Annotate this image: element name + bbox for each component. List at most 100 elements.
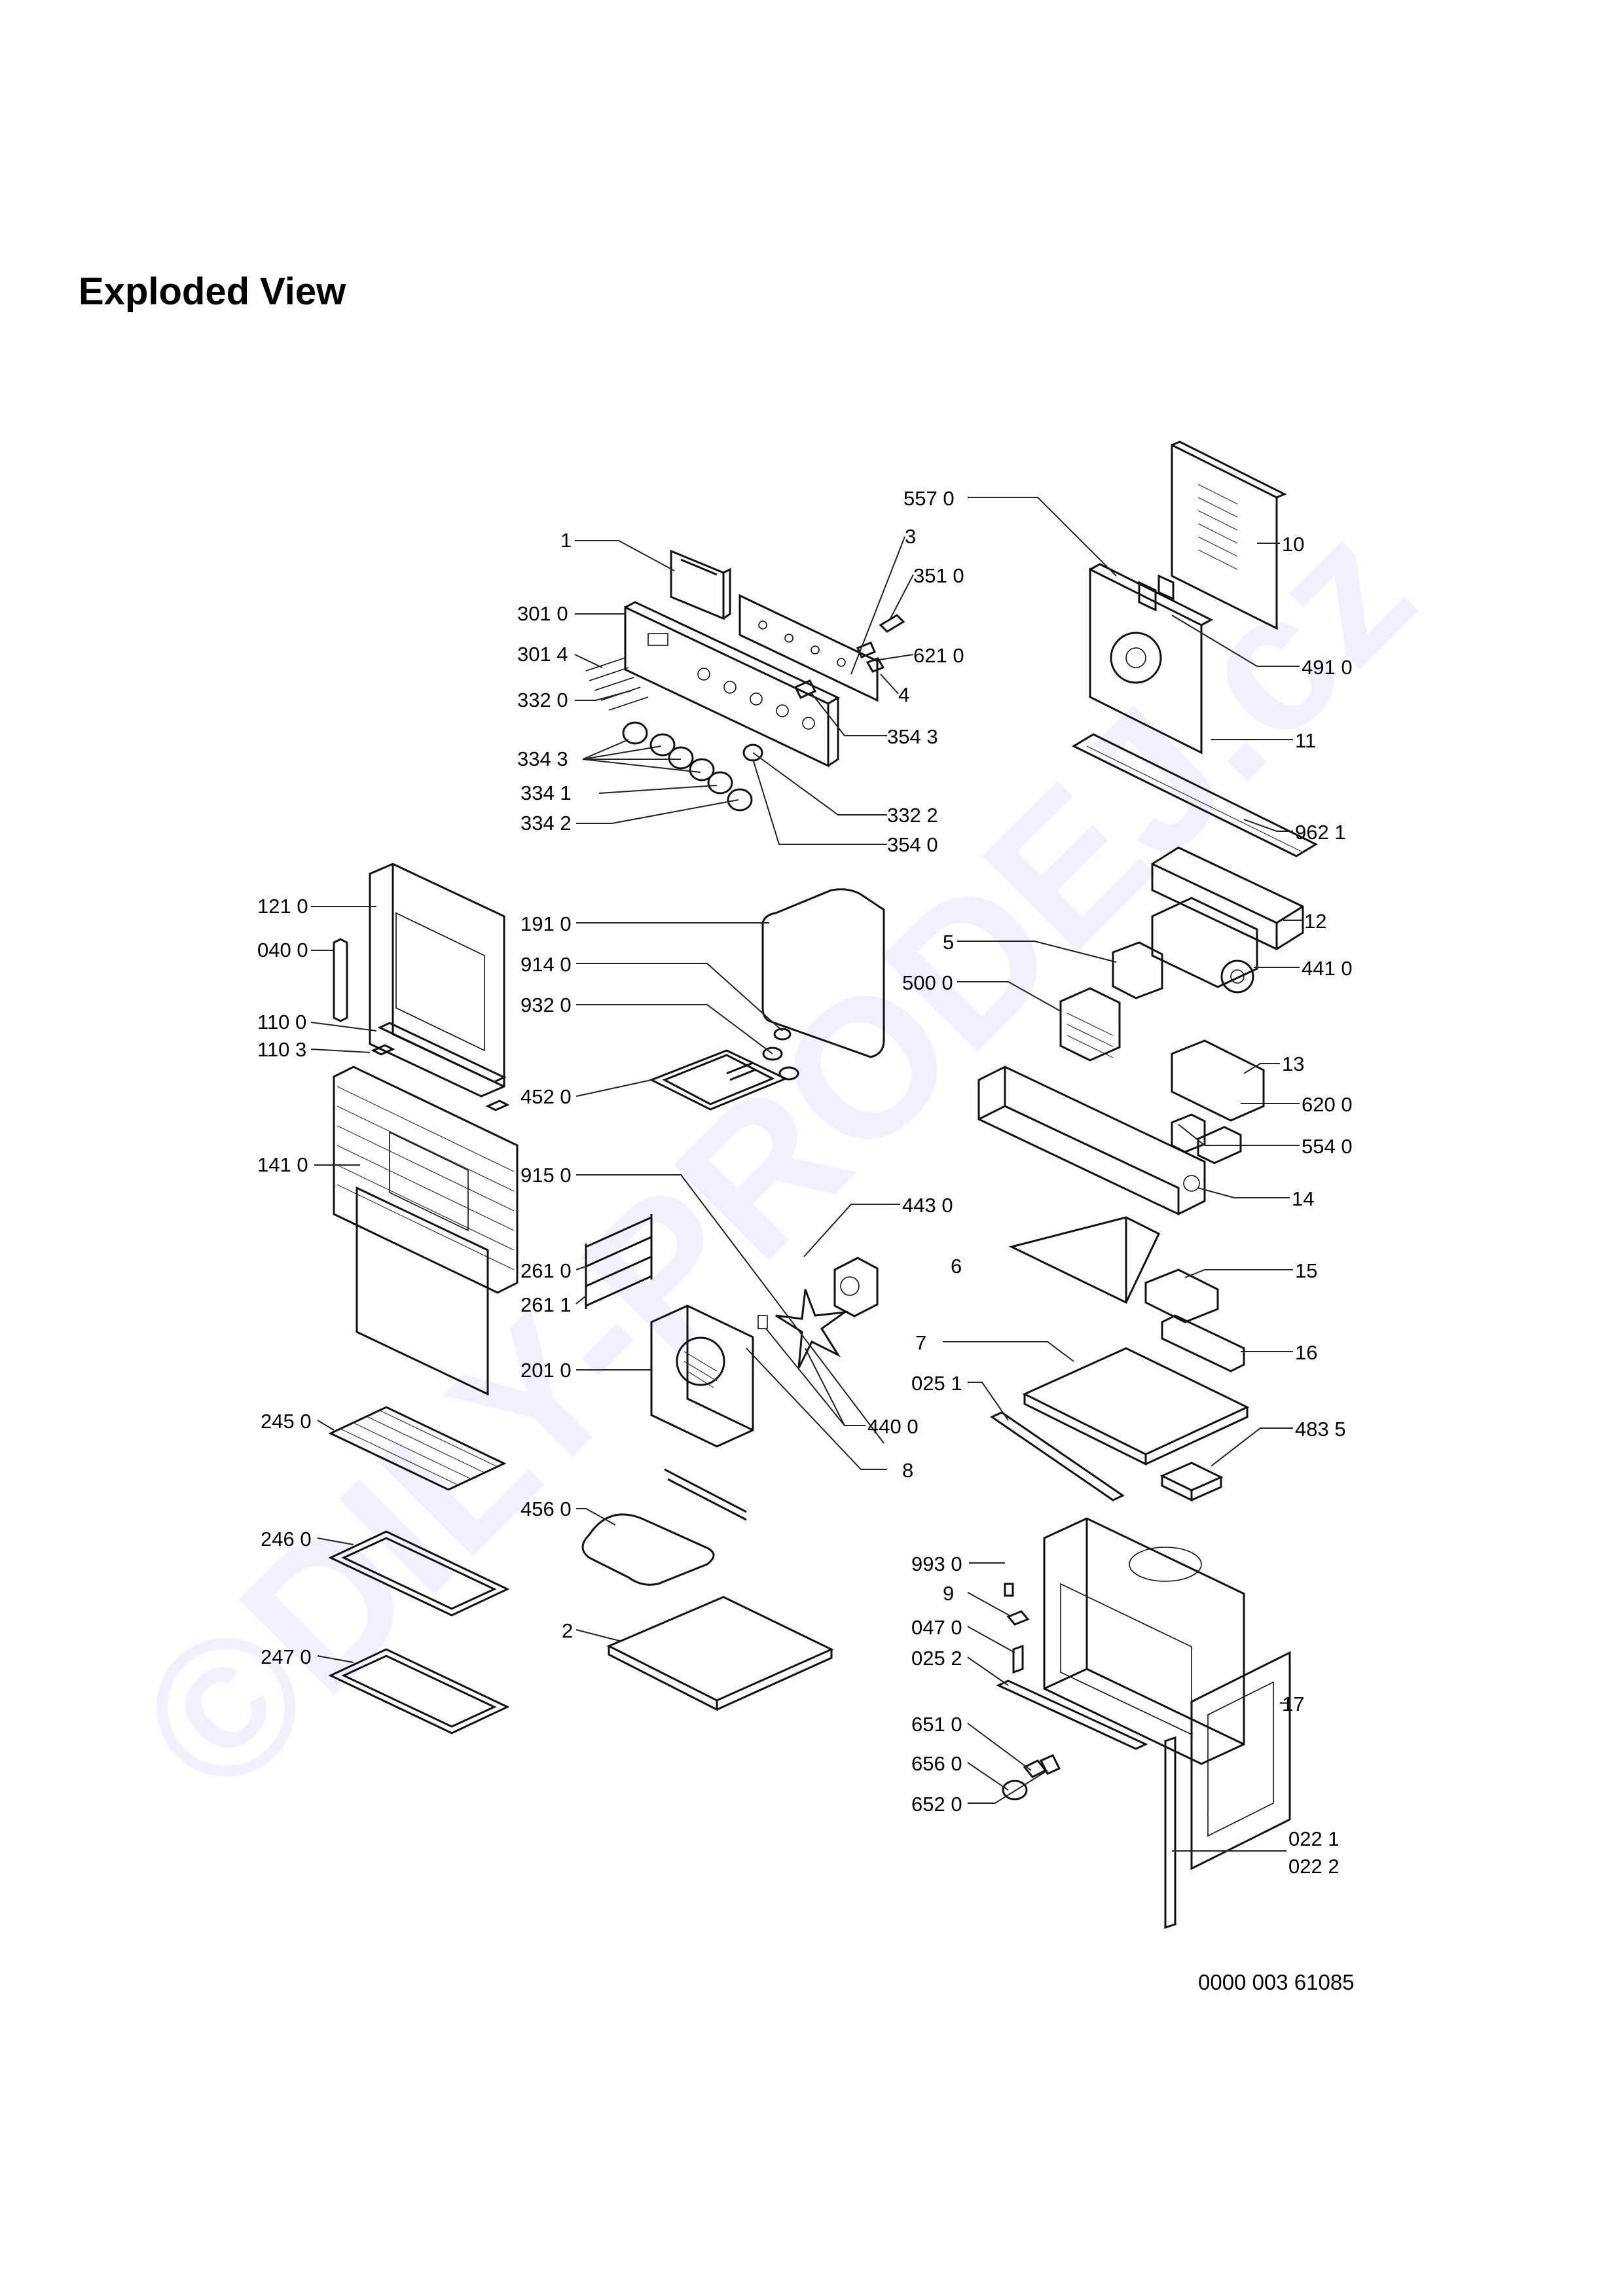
knob-shafts-part <box>585 657 649 711</box>
part-label: 15 <box>1295 1259 1317 1282</box>
part-label: 6 <box>951 1255 962 1278</box>
part-label: 491 0 <box>1302 656 1353 679</box>
part-label: 440 0 <box>867 1415 919 1438</box>
rail-part <box>989 1411 1125 1501</box>
part-label: 11 <box>1295 729 1316 752</box>
insulation-part <box>1071 733 1319 857</box>
rear-panel-part <box>1171 440 1287 630</box>
top-cover-part <box>1008 1216 1160 1304</box>
part-label: 915 0 <box>520 1164 572 1187</box>
part-label: 3 <box>905 525 916 548</box>
baking-tray-part <box>328 1530 510 1617</box>
part-label: 301 0 <box>517 602 568 625</box>
part-label: 246 0 <box>261 1528 312 1551</box>
printed-board-part <box>739 594 879 702</box>
fan-housing-part <box>1151 846 1304 950</box>
bottom-element-part <box>664 1468 747 1521</box>
part-label: 17 <box>1282 1693 1304 1715</box>
part-label: 554 0 <box>1302 1135 1353 1158</box>
terminal-block-part <box>1171 1113 1242 1164</box>
part-label: 334 1 <box>520 781 572 804</box>
part-drawings <box>328 440 1319 1929</box>
part-label: 16 <box>1295 1341 1317 1364</box>
part-label: 620 0 <box>1302 1093 1353 1116</box>
part-label: 191 0 <box>520 912 572 935</box>
door-gasket-part <box>761 888 885 1058</box>
control-bracket-part <box>670 549 731 620</box>
part-label: 8 <box>902 1459 913 1482</box>
part-label: 2 <box>562 1619 573 1642</box>
front-frame-part <box>977 1066 1206 1215</box>
part-label: 040 0 <box>257 939 308 961</box>
part-label: 557 0 <box>903 487 955 510</box>
leader-lines <box>310 497 1303 1852</box>
part-label: 245 0 <box>261 1410 312 1433</box>
control-panel-part <box>624 601 841 768</box>
part-label: 201 0 <box>520 1359 572 1382</box>
inner-glass-part <box>333 1066 519 1294</box>
side-runner-part <box>585 1214 653 1309</box>
part-label: 354 0 <box>887 833 938 856</box>
part-label: 962 1 <box>1295 821 1346 844</box>
relay-part <box>1112 941 1163 999</box>
door-trim-part <box>371 1022 510 1111</box>
part-label: 656 0 <box>911 1752 962 1775</box>
part-label: 047 0 <box>911 1616 962 1639</box>
part-label: 121 0 <box>257 895 308 918</box>
part-label: 332 0 <box>517 689 568 711</box>
part-label: 4 <box>898 683 909 706</box>
page-title: Exploded View <box>79 270 346 313</box>
part-label: 025 1 <box>911 1372 962 1395</box>
part-label: 993 0 <box>911 1552 962 1575</box>
part-label: 261 1 <box>520 1293 572 1316</box>
bottom-plate-part <box>1022 1347 1250 1466</box>
knob-part <box>622 721 763 812</box>
part-label: 14 <box>1292 1187 1314 1210</box>
terminal-strip-part <box>1159 1462 1224 1502</box>
part-label: 441 0 <box>1302 957 1353 980</box>
part-label: 332 2 <box>887 804 938 827</box>
part-label: 443 0 <box>902 1194 953 1217</box>
part-label: 500 0 <box>902 971 953 994</box>
part-label: 022 1 <box>1288 1827 1340 1850</box>
part-label: 7 <box>915 1331 926 1354</box>
part-label: 301 4 <box>517 643 568 666</box>
side-panel-part <box>1190 1651 1291 1871</box>
part-label: 914 0 <box>520 953 572 976</box>
part-label: 651 0 <box>911 1713 962 1736</box>
part-label: 247 0 <box>261 1645 312 1668</box>
oven-cavity-part <box>1043 1517 1245 1765</box>
cover-part <box>1171 1039 1265 1122</box>
part-label: 13 <box>1282 1052 1304 1075</box>
callout-labels: 557 0 3 1 351 0 10 301 0 621 0 301 4 4 3… <box>257 487 1353 1878</box>
part-label: 022 2 <box>1288 1855 1340 1878</box>
part-label: 483 5 <box>1295 1418 1346 1441</box>
part-label: 5 <box>943 931 954 954</box>
door-handle-part <box>333 938 348 1022</box>
part-label: 652 0 <box>911 1793 962 1816</box>
part-label: 932 0 <box>520 994 572 1016</box>
part-label: 025 2 <box>911 1647 962 1670</box>
fan-cover-part <box>650 1304 754 1448</box>
part-label: 452 0 <box>520 1085 572 1108</box>
part-label: 351 0 <box>913 564 964 587</box>
wire-shelf-part <box>328 1406 507 1491</box>
part-label: 110 0 <box>257 1011 306 1033</box>
switch-part <box>793 614 905 699</box>
side-rail-part <box>1164 1736 1176 1929</box>
part-label: 456 0 <box>520 1498 572 1520</box>
drawing-number: 0000 003 61085 <box>1198 1970 1355 1994</box>
part-label: 10 <box>1282 533 1304 556</box>
fan-blade-part <box>775 1289 848 1369</box>
part-label: 9 <box>943 1582 954 1605</box>
part-label: 261 0 <box>520 1259 572 1282</box>
part-label: 354 3 <box>887 725 938 748</box>
part-label: 12 <box>1304 910 1326 933</box>
drip-tray-part <box>328 1648 510 1734</box>
part-label: 1 <box>560 529 572 552</box>
bracket-part <box>1144 1268 1219 1323</box>
part-label: 334 3 <box>517 747 568 770</box>
hinge-part <box>996 1583 1148 1750</box>
